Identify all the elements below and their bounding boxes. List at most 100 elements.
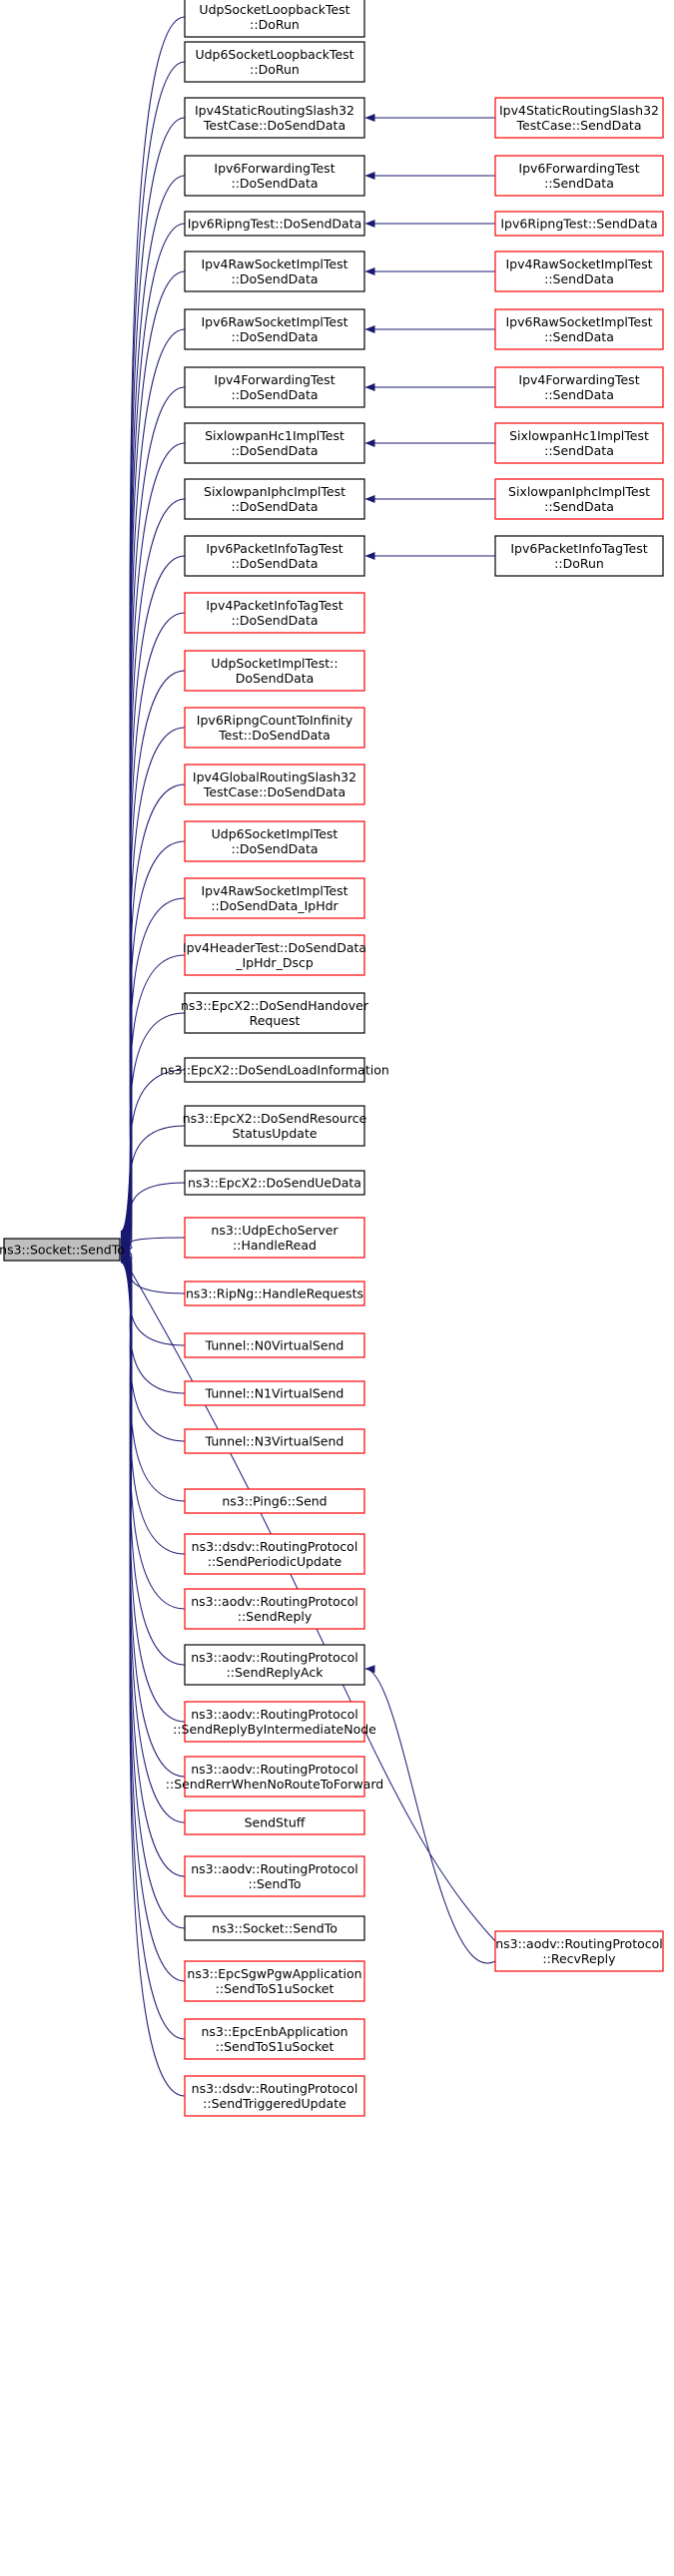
c36-node[interactable]: ns3::Socket::SendTo <box>184 1915 365 1941</box>
c14-label: Test::DoSendData <box>218 728 331 743</box>
c35-node[interactable]: ns3::aodv::RoutingProtocol::SendTo <box>184 1855 365 1897</box>
c16-label: ::DoSendData <box>231 841 318 856</box>
c39-node[interactable]: ns3::dsdv::RoutingProtocol::SendTriggere… <box>184 2075 365 2117</box>
c11-node[interactable]: Ipv6PacketInfoTagTest::DoSendData <box>184 535 365 577</box>
c19-box <box>184 992 365 1034</box>
c8-node[interactable]: Ipv4ForwardingTest::DoSendData <box>184 366 365 408</box>
c16-node[interactable]: Udp6SocketImplTest::DoSendData <box>184 820 365 862</box>
s11-label: ::DoRun <box>554 556 604 571</box>
s8-node[interactable]: Ipv4ForwardingTest::SendData <box>494 366 664 408</box>
srr-node[interactable]: ns3::aodv::RoutingProtocol::RecvReply <box>494 1930 664 1972</box>
c26-label: Tunnel::N1VirtualSend <box>205 1386 344 1401</box>
s5-node[interactable]: Ipv6RipngTest::SendData <box>494 211 664 237</box>
s4-node[interactable]: Ipv6ForwardingTest::SendData <box>494 155 664 197</box>
c14-box <box>184 707 365 749</box>
s9-node[interactable]: SixlowpanHc1ImplTest::SendData <box>494 422 664 464</box>
c19-label: Request <box>250 1013 301 1028</box>
c11-box <box>184 535 365 577</box>
c14-label: Ipv6RipngCountToInfinity <box>197 713 353 728</box>
s5-box <box>494 211 664 237</box>
c38-node[interactable]: ns3::EpcEnbApplication::SendToS1uSocket <box>184 2018 365 2060</box>
c18-label: _IpHdr_Dscp <box>235 955 314 970</box>
c3-box <box>184 97 365 139</box>
c24-box <box>184 1281 365 1306</box>
s9-box <box>494 422 664 464</box>
c24-node[interactable]: ns3::RipNg::HandleRequests <box>184 1281 365 1306</box>
c5-node[interactable]: Ipv6RipngTest::DoSendData <box>184 211 365 237</box>
c9-label: ::DoSendData <box>231 443 318 458</box>
c31-box <box>184 1644 365 1686</box>
c27-node[interactable]: Tunnel::N3VirtualSend <box>184 1428 365 1454</box>
c32-box <box>184 1701 365 1743</box>
c38-label: ns3::EpcEnbApplication <box>201 2024 347 2039</box>
c37-node[interactable]: ns3::EpcSgwPgwApplication::SendToS1uSock… <box>184 1960 365 2002</box>
s7-label: ::SendData <box>544 329 614 344</box>
c3-label: TestCase::DoSendData <box>203 118 345 133</box>
c31-node[interactable]: ns3::aodv::RoutingProtocol::SendReplyAck <box>184 1644 365 1686</box>
c30-node[interactable]: ns3::aodv::RoutingProtocol::SendReply <box>184 1588 365 1630</box>
s3-node[interactable]: Ipv4StaticRoutingSlash32TestCase::SendDa… <box>494 97 664 139</box>
s3-label: TestCase::SendData <box>516 118 642 133</box>
c1-node[interactable]: UdpSocketLoopbackTest::DoRun <box>184 0 365 38</box>
c29-node[interactable]: ns3::dsdv::RoutingProtocol::SendPeriodic… <box>184 1533 365 1575</box>
s10-node[interactable]: SixlowpanIphcImplTest::SendData <box>494 478 664 520</box>
c25-node[interactable]: Tunnel::N0VirtualSend <box>184 1332 365 1358</box>
c23-node[interactable]: ns3::UdpEchoServer::HandleRead <box>184 1217 365 1259</box>
c12-label: Ipv4PacketInfoTagTest <box>206 598 342 613</box>
s7-label: Ipv6RawSocketImplTest <box>506 314 653 329</box>
c22-node[interactable]: ns3::EpcX2::DoSendUeData <box>184 1170 365 1196</box>
c12-node[interactable]: Ipv4PacketInfoTagTest::DoSendData <box>184 592 365 634</box>
c7-node[interactable]: Ipv6RawSocketImplTest::DoSendData <box>184 308 365 350</box>
c16-box <box>184 820 365 862</box>
s8-box <box>494 366 664 408</box>
c10-label: SixlowpanIphcImplTest <box>204 484 345 499</box>
c15-node[interactable]: Ipv4GlobalRoutingSlash32TestCase::DoSend… <box>184 764 365 805</box>
c30-label: ns3::aodv::RoutingProtocol <box>191 1594 358 1609</box>
c32-node[interactable]: ns3::aodv::RoutingProtocol::SendReplyByI… <box>173 1701 376 1743</box>
edge-c19-to-root <box>120 1012 186 1251</box>
c23-label: ns3::UdpEchoServer <box>211 1223 338 1238</box>
c20-node[interactable]: ns3::EpcX2::DoSendLoadInformation <box>160 1057 389 1083</box>
c38-label: ::SendToS1uSocket <box>216 2039 335 2054</box>
s7-node[interactable]: Ipv6RawSocketImplTest::SendData <box>494 308 664 350</box>
c2-node[interactable]: Udp6SocketLoopbackTest::DoRun <box>184 41 365 83</box>
c3-node[interactable]: Ipv4StaticRoutingSlash32TestCase::DoSend… <box>184 97 365 139</box>
c28-box <box>184 1488 365 1514</box>
c4-label: Ipv6ForwardingTest <box>214 161 335 176</box>
c10-node[interactable]: SixlowpanIphcImplTest::DoSendData <box>184 478 365 520</box>
c18-node[interactable]: Ipv4HeaderTest::DoSendData_IpHdr_Dscp <box>183 934 366 976</box>
s6-box <box>494 251 664 292</box>
c31-label: ::SendReplyAck <box>227 1665 325 1680</box>
c33-node[interactable]: ns3::aodv::RoutingProtocol::SendRerrWhen… <box>166 1756 383 1798</box>
c8-label: ::DoSendData <box>231 387 318 402</box>
s4-label: ::SendData <box>544 176 614 191</box>
c29-label: ::SendPeriodicUpdate <box>208 1554 342 1569</box>
c32-label: ::SendReplyByIntermediateNode <box>173 1722 376 1737</box>
c11-label: Ipv6PacketInfoTagTest <box>206 541 342 556</box>
c39-box <box>184 2075 365 2117</box>
s11-node[interactable]: Ipv6PacketInfoTagTest::DoRun <box>494 535 664 577</box>
edge-srr-to-c31 <box>364 1665 496 1964</box>
c3-label: Ipv4StaticRoutingSlash32 <box>195 103 354 118</box>
c6-node[interactable]: Ipv4RawSocketImplTest::DoSendData <box>184 251 365 292</box>
c4-node[interactable]: Ipv6ForwardingTest::DoSendData <box>184 155 365 197</box>
c34-node[interactable]: SendStuff <box>184 1809 365 1835</box>
c5-box <box>184 211 365 237</box>
c17-node[interactable]: Ipv4RawSocketImplTest::DoSendData_IpHdr <box>184 877 365 919</box>
c38-box <box>184 2018 365 2060</box>
c12-label: ::DoSendData <box>231 613 318 628</box>
c37-box <box>184 1960 365 2002</box>
c13-node[interactable]: UdpSocketImplTest::DoSendData <box>184 650 365 692</box>
root-node[interactable]: ns3::Socket::SendTo <box>0 1238 125 1262</box>
c20-box <box>184 1057 365 1083</box>
c28-node[interactable]: ns3::Ping6::Send <box>184 1488 365 1514</box>
c9-node[interactable]: SixlowpanHc1ImplTest::DoSendData <box>184 422 365 464</box>
s6-node[interactable]: Ipv4RawSocketImplTest::SendData <box>494 251 664 292</box>
root-label: ns3::Socket::SendTo <box>0 1243 125 1258</box>
c1-label: ::DoRun <box>250 17 300 32</box>
c26-node[interactable]: Tunnel::N1VirtualSend <box>184 1380 365 1406</box>
